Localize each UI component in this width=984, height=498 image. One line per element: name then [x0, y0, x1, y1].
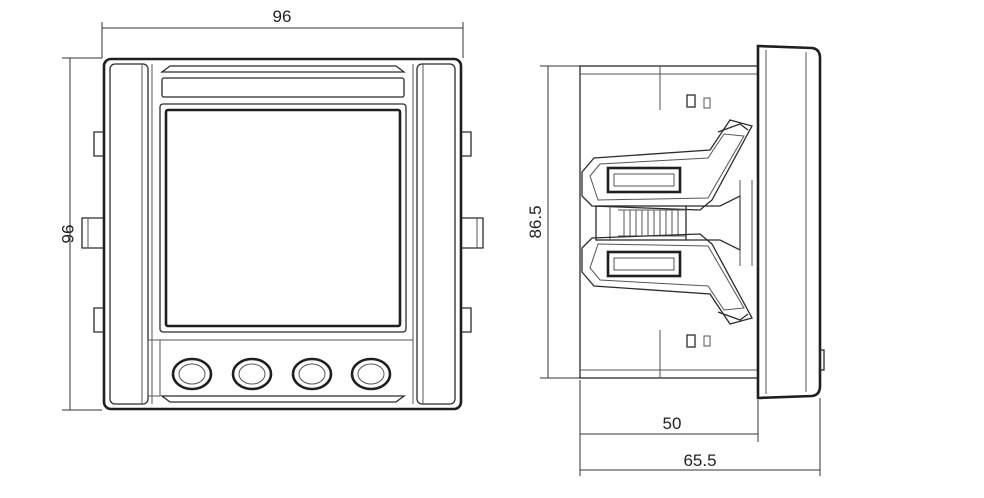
- front-height-label: 96: [58, 225, 77, 244]
- side-height-label: 86.5: [526, 205, 545, 238]
- button-2[interactable]: [231, 357, 273, 391]
- front-bezel: [102, 57, 463, 411]
- housing-body: [579, 65, 759, 379]
- left-mounting-clips: [81, 131, 104, 333]
- depth-label: 50: [663, 414, 682, 433]
- side-view: 86.5: [526, 44, 825, 476]
- centre-connector: [595, 180, 753, 266]
- button-3[interactable]: [291, 357, 333, 391]
- lower-terminal: [581, 233, 753, 325]
- side-height-dimension: 86.5: [526, 65, 580, 379]
- lcd-screen: [164, 108, 402, 328]
- front-view: 96 96: [58, 7, 484, 411]
- button-4[interactable]: [350, 357, 392, 391]
- front-buttons: [171, 357, 392, 391]
- left-grip: [109, 63, 149, 405]
- button-1[interactable]: [171, 357, 213, 391]
- side-bezel: [756, 44, 822, 400]
- top-label-strip: [161, 77, 405, 98]
- lcd-screen-frame: [159, 103, 407, 333]
- total-depth-label: 65.5: [683, 451, 716, 470]
- right-grip: [416, 63, 456, 405]
- front-width-dimension: 96: [101, 7, 464, 58]
- depth-dimension: 50: [579, 380, 759, 442]
- upper-terminal: [581, 119, 753, 211]
- right-mounting-clips: [461, 131, 484, 333]
- front-width-label: 96: [273, 7, 292, 26]
- total-depth-dimension: 65.5: [579, 398, 821, 476]
- front-height-dimension: 96: [58, 57, 102, 411]
